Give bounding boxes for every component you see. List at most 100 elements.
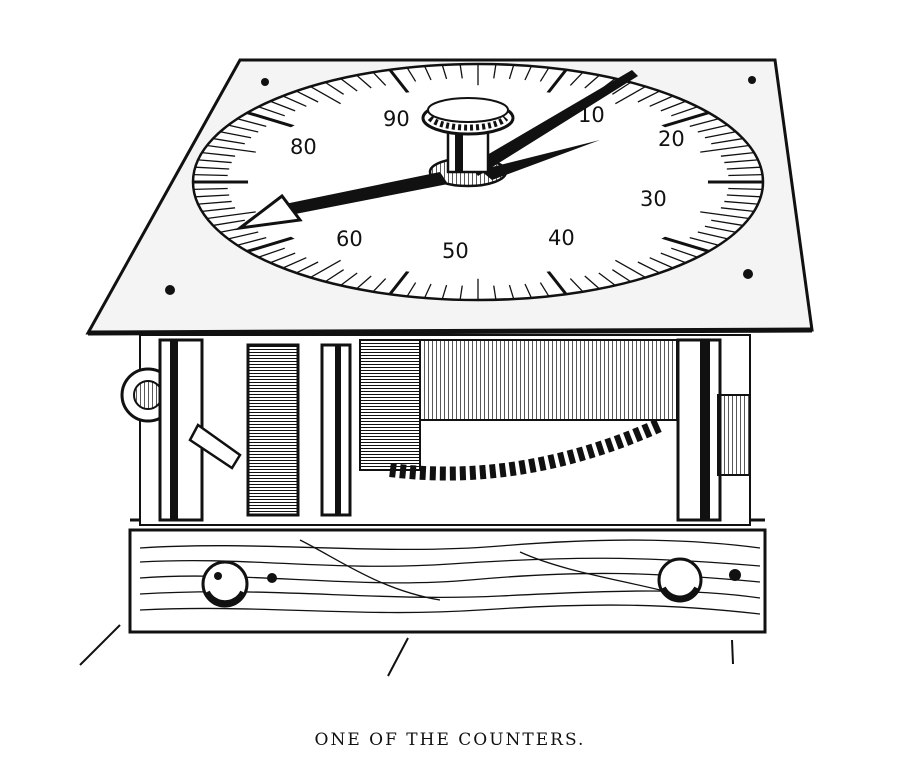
dial-tick — [441, 284, 448, 300]
dial-tick — [660, 100, 686, 112]
dial-tick — [569, 71, 584, 86]
dial-tick — [671, 106, 698, 117]
dial-label-50: 50 — [442, 239, 469, 263]
dial-tick — [689, 237, 719, 246]
dial-tick — [324, 81, 344, 95]
dial-tick — [201, 152, 236, 157]
dial-tick — [728, 173, 763, 177]
dial-tick — [649, 95, 674, 107]
dial-tick — [310, 85, 341, 105]
dial-tick — [219, 131, 252, 139]
dial-label-20: 20 — [658, 127, 685, 151]
dial-tick — [615, 259, 646, 279]
dial-tick — [441, 64, 448, 80]
dial-tick — [193, 173, 228, 177]
dial-tick — [637, 90, 660, 103]
dial-tick — [459, 285, 463, 300]
dial-tick — [539, 67, 550, 82]
dial-tick — [493, 285, 497, 300]
dial-tick — [340, 272, 358, 286]
dial-tick — [197, 200, 232, 205]
dial-tick — [324, 269, 344, 283]
dial-tick — [704, 225, 737, 233]
dial-tick — [612, 81, 632, 95]
dial-tick — [228, 124, 259, 133]
dial-label-60: 60 — [336, 227, 363, 251]
dial-label-80: 80 — [290, 135, 317, 159]
dial-tick — [598, 272, 616, 286]
center-knob — [421, 97, 515, 188]
dial-tick — [258, 106, 285, 117]
dial-tick — [282, 95, 307, 107]
mechanism — [120, 334, 751, 526]
dial-tick — [726, 166, 761, 170]
dial-tick — [310, 259, 341, 279]
dial-tick — [524, 283, 532, 299]
dial-tick — [711, 219, 744, 227]
figure-caption: ONE OF THE COUNTERS. — [314, 730, 586, 750]
dial-tick — [237, 237, 267, 246]
dial-tick — [270, 100, 296, 112]
dial-tick — [612, 269, 632, 283]
dial-tick — [228, 231, 259, 240]
base-stand-lines — [79, 624, 734, 677]
dial-tick — [195, 166, 230, 170]
dial-tick — [700, 211, 750, 220]
dial-tick — [206, 211, 256, 220]
dial-tick — [649, 257, 674, 269]
dial-label-40: 40 — [548, 226, 575, 250]
dial-tick — [206, 144, 256, 153]
dial-tick — [237, 118, 267, 127]
dial-tick — [424, 283, 432, 299]
dial-tick — [671, 247, 698, 258]
dial-tick — [615, 85, 646, 105]
dial-tick — [660, 252, 686, 264]
dial-tick — [539, 282, 550, 297]
dial-tick — [508, 64, 515, 80]
dial-hands — [234, 70, 638, 231]
base-knob-right — [657, 557, 703, 603]
dial-tick — [524, 65, 532, 81]
dial-tick — [372, 278, 387, 293]
dial-tick — [356, 74, 372, 89]
dial-tick — [704, 131, 737, 139]
dial-tick — [508, 284, 515, 300]
dial-tick — [569, 278, 584, 293]
dial-tick — [728, 187, 763, 191]
dial-tick — [296, 261, 319, 274]
dial-tick — [201, 207, 236, 212]
dial-label-30: 30 — [640, 187, 667, 211]
plate-screws — [165, 76, 756, 295]
dial-tick — [270, 252, 296, 264]
dial-tick — [296, 90, 319, 103]
dial-tick — [697, 231, 728, 240]
dial-tick — [459, 64, 463, 79]
dial-tick — [340, 78, 358, 92]
dial-tick — [372, 71, 387, 86]
dial-tick — [720, 207, 755, 212]
dial-tick — [195, 194, 230, 198]
dial-tick — [689, 118, 719, 127]
dial-tick — [724, 200, 759, 205]
dial-tick — [356, 275, 372, 290]
base-screws — [267, 569, 741, 583]
dial-tick — [282, 257, 307, 269]
dial-numerals: 10 20 30 40 50 60 80 90 — [290, 103, 685, 263]
dial-tick — [193, 187, 228, 191]
dial-tick — [258, 247, 285, 258]
dial-tick — [726, 194, 761, 198]
dial-tick — [424, 65, 432, 81]
dial-tick — [584, 74, 600, 89]
dial-tick — [700, 144, 750, 153]
dial-tick — [197, 159, 232, 164]
dial-tick — [493, 64, 497, 79]
dial-tick — [720, 152, 755, 157]
dial-tick — [711, 137, 744, 145]
dial-tick — [697, 124, 728, 133]
dial-tick — [212, 219, 245, 227]
dial-tick — [724, 159, 759, 164]
dial-label-90: 90 — [383, 107, 410, 131]
base-knob-left — [201, 560, 249, 608]
dial-tick — [584, 275, 600, 290]
